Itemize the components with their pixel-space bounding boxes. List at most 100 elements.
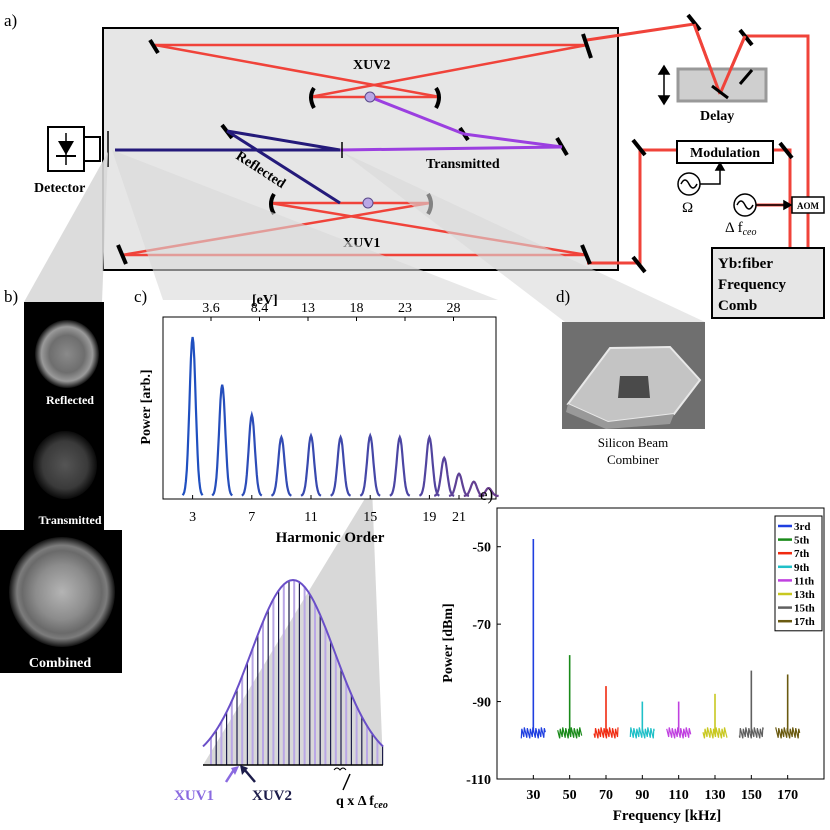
harmonic-tick-label-3: 3: [189, 510, 196, 525]
zoom-wedge-c-detail: [203, 487, 383, 765]
panel-label-a: a): [4, 11, 17, 30]
rf-plot-frame: [496, 507, 825, 780]
rf-x-tick-label-110: 110: [669, 788, 689, 803]
omega-oscillator-icon: [677, 161, 726, 196]
harmonic-peak-23: [478, 486, 499, 498]
rf-legend-label-11th: 11th: [794, 575, 814, 587]
harmonic-peak-7: [241, 410, 263, 497]
xuv2-cavity-beam: [154, 43, 588, 99]
comb-label-line-2: Frequency: [718, 277, 787, 293]
harmonic-peak-11: [300, 432, 322, 497]
delay-label: Delay: [700, 109, 734, 124]
harmonic-tick-label-15: 15: [363, 510, 377, 525]
harmonic-peak-15: [359, 432, 381, 497]
rf-noise-15th: [738, 727, 764, 739]
harmonic-tick-label-7: 7: [248, 510, 255, 525]
harmonic-tick-label-11: 11: [304, 510, 317, 525]
panel-label-b: b): [4, 287, 18, 306]
comb-label-line-3: Comb: [718, 298, 757, 314]
xuv2-label: XUV2: [353, 58, 390, 73]
rf-y-tick-label--90: -90: [472, 696, 491, 711]
ev-tick-label-0: 3.6: [202, 301, 220, 316]
modulation-label: Modulation: [690, 146, 760, 161]
detector: [47, 126, 109, 172]
harmonic-peak-21: [448, 472, 470, 497]
q-delta-fceo-text: q x Δ f: [336, 794, 374, 809]
delta-fceo-sub: ceo: [743, 227, 757, 238]
rf-legend-label-3rd: 3rd: [794, 521, 811, 533]
xuv2-arrowhead: [240, 765, 248, 775]
zoom-wedge-b: [24, 152, 108, 302]
xuv2-comb-label: XUV2: [252, 788, 292, 804]
xuv1-arrowhead: [231, 766, 239, 775]
detector-label: Detector: [34, 181, 85, 196]
ev-tick-label-2: 13: [301, 301, 315, 316]
harmonic-peak-5: [211, 384, 233, 497]
rf-y-axis-label: Power [dBm]: [441, 603, 456, 682]
ev-tick-label-5: 28: [447, 301, 461, 316]
comb-label-line-1: Yb:fiber: [718, 256, 773, 272]
rf-legend-label-15th: 15th: [794, 603, 815, 615]
omega-label: Ω: [682, 200, 693, 216]
harmonic-peak-17: [389, 434, 411, 497]
spectrum-y-axis-label: Power [arb.]: [139, 369, 154, 444]
xuv2-gas-jet: [364, 91, 376, 103]
harmonic-tick-label-21: 21: [452, 510, 466, 525]
ev-tick-label-4: 23: [398, 301, 412, 316]
combined-image-label: Combined: [29, 656, 91, 671]
ceo-oscillator-icon: [733, 193, 793, 217]
combiner-caption-line-2: Combiner: [607, 452, 660, 467]
rf-legend-label-17th: 17th: [794, 616, 815, 628]
aom-label: AOM: [797, 201, 820, 211]
transmitted-image-label: Transmitted: [38, 513, 101, 527]
rf-x-tick-label-30: 30: [526, 788, 540, 803]
rf-legend: [774, 515, 823, 632]
rf-x-tick-label-70: 70: [599, 788, 613, 803]
reflected-image-label: Reflected: [46, 393, 94, 407]
harmonic-tick-label-19: 19: [422, 510, 436, 525]
panel-label-c: c): [134, 287, 147, 306]
frequency-comb-box: [711, 247, 825, 319]
rf-legend-label-9th: 9th: [794, 562, 809, 574]
reflected-xuv-beam: [115, 129, 341, 205]
q-delta-fceo-sub: ceo: [374, 800, 388, 811]
zoom-wedge-d: [342, 152, 705, 322]
transmitted-label: Transmitted: [426, 157, 500, 172]
rf-x-tick-label-90: 90: [635, 788, 649, 803]
harmonic-peak-9: [270, 434, 292, 497]
ev-axis-label: [eV]: [252, 293, 278, 308]
harmonic-peak-3: [181, 336, 204, 496]
rf-legend-label-5th: 5th: [794, 535, 809, 547]
modulation-box: [676, 140, 774, 164]
delta-fceo-prefix: Δ f: [725, 220, 743, 236]
transmitted-xuv-beam: [339, 95, 563, 152]
spectrum-plot-frame: [162, 316, 497, 500]
rf-noise-7th: [593, 727, 619, 739]
rf-x-tick-label-170: 170: [777, 788, 798, 803]
rf-y-tick-label--50: -50: [472, 541, 491, 556]
q-spacing-pointer: [342, 773, 351, 791]
silicon-combiner-photo: [562, 322, 705, 429]
harmonic-envelope: [202, 578, 384, 748]
delta-fceo-label: Δ fceo: [725, 220, 756, 238]
rf-noise-13th: [702, 727, 728, 739]
combiner-caption-line-1: Silicon Beam: [598, 435, 668, 450]
rf-x-axis-label: Frequency [kHz]: [613, 808, 721, 824]
harmonic-peak-20: [433, 455, 455, 497]
harmonic-peak-19: [418, 434, 440, 497]
comb-line-detail: [202, 578, 384, 791]
rf-x-tick-label-130: 130: [705, 788, 726, 803]
rf-y-tick-label--70: -70: [472, 618, 491, 633]
rf-noise-5th: [557, 727, 583, 739]
zoom-wedge-c: [112, 150, 498, 300]
q-delta-fceo-label: q x Δ fceo: [336, 794, 388, 811]
delay-stage: [676, 67, 768, 103]
rf-legend-label-13th: 13th: [794, 589, 815, 601]
rf-x-tick-label-150: 150: [741, 788, 762, 803]
spectrum-x-axis-label: Harmonic Order: [276, 530, 385, 546]
spacing-brace: [333, 767, 347, 771]
xuv2-pointer-arrow: [243, 768, 256, 783]
xuv1-comb-label: XUV1: [174, 788, 214, 804]
rf-y-tick-label--110: -110: [466, 773, 491, 788]
